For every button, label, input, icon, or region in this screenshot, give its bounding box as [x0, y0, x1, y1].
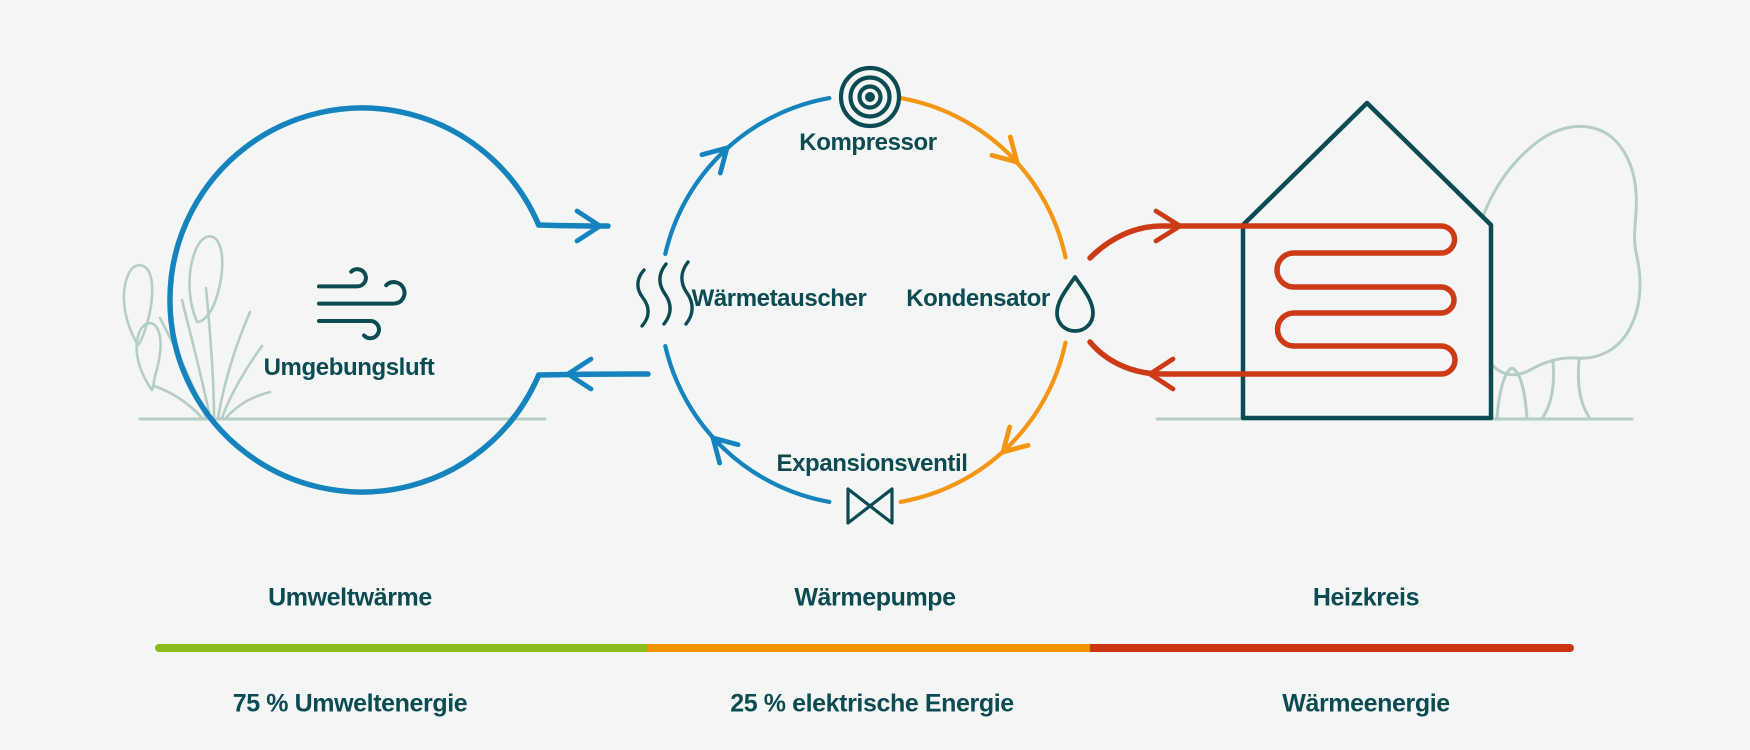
- energy-label-environment: 75 % Umweltenergie: [232, 689, 468, 718]
- arrow-right-icon: [1153, 208, 1183, 244]
- wind-icon: [317, 267, 407, 341]
- section-title-umweltwaerme: Umweltwärme: [268, 583, 432, 612]
- energy-bar-segment-electric: [647, 644, 1090, 652]
- arrow-up-right-icon: [699, 145, 730, 176]
- energy-label-electric: 25 % elektrische Energie: [730, 689, 1014, 718]
- valve-icon: [846, 487, 894, 525]
- cycle-arc-upper-right: [898, 96, 1068, 260]
- heating-circuit: [1087, 208, 1458, 392]
- arrow-left-icon: [565, 356, 594, 392]
- compressor-coil-icon: [838, 65, 902, 129]
- arrow-left-icon: [1147, 356, 1176, 392]
- heating-coil-icon: [1087, 223, 1458, 377]
- heat-waves-icon: [636, 260, 694, 328]
- tree-decoration: [1468, 124, 1642, 420]
- section-title-heizkreis: Heizkreis: [1312, 583, 1420, 612]
- ambient-circle-ring: [167, 105, 542, 495]
- arrow-up-left-icon: [710, 435, 741, 466]
- air-return-line: [535, 371, 651, 378]
- arrow-down-right-icon: [989, 134, 1020, 165]
- refrigerant-cycle: [663, 96, 1068, 504]
- ambient-air-label: Umgebungsluft: [263, 354, 435, 381]
- cycle-arc-lower-right: [898, 340, 1068, 504]
- energy-bar-segment-environment: [155, 644, 647, 652]
- cycle-arc-lower-left: [663, 344, 832, 504]
- section-title-waermepumpe: Wärmepumpe: [794, 583, 956, 612]
- energy-bar-segment-heat: [1090, 644, 1574, 652]
- house-outline: [1240, 100, 1494, 421]
- condenser-label: Kondensator: [906, 285, 1050, 312]
- cycle-arc-upper-left: [663, 96, 832, 256]
- energy-bar: [155, 644, 1574, 652]
- expansion-valve-label: Expansionsventil: [776, 450, 968, 477]
- energy-label-heat: Wärmeenergie: [1282, 689, 1450, 718]
- ambient-air-circle: [167, 105, 651, 495]
- heat-exchanger-label: Wärmetauscher: [691, 285, 867, 312]
- compressor-label: Kompressor: [799, 129, 937, 156]
- arrow-down-left-icon: [1000, 424, 1031, 455]
- pampas-grass-decoration: [122, 235, 272, 420]
- water-drop-icon: [1055, 275, 1095, 333]
- arrow-right-icon: [574, 208, 603, 244]
